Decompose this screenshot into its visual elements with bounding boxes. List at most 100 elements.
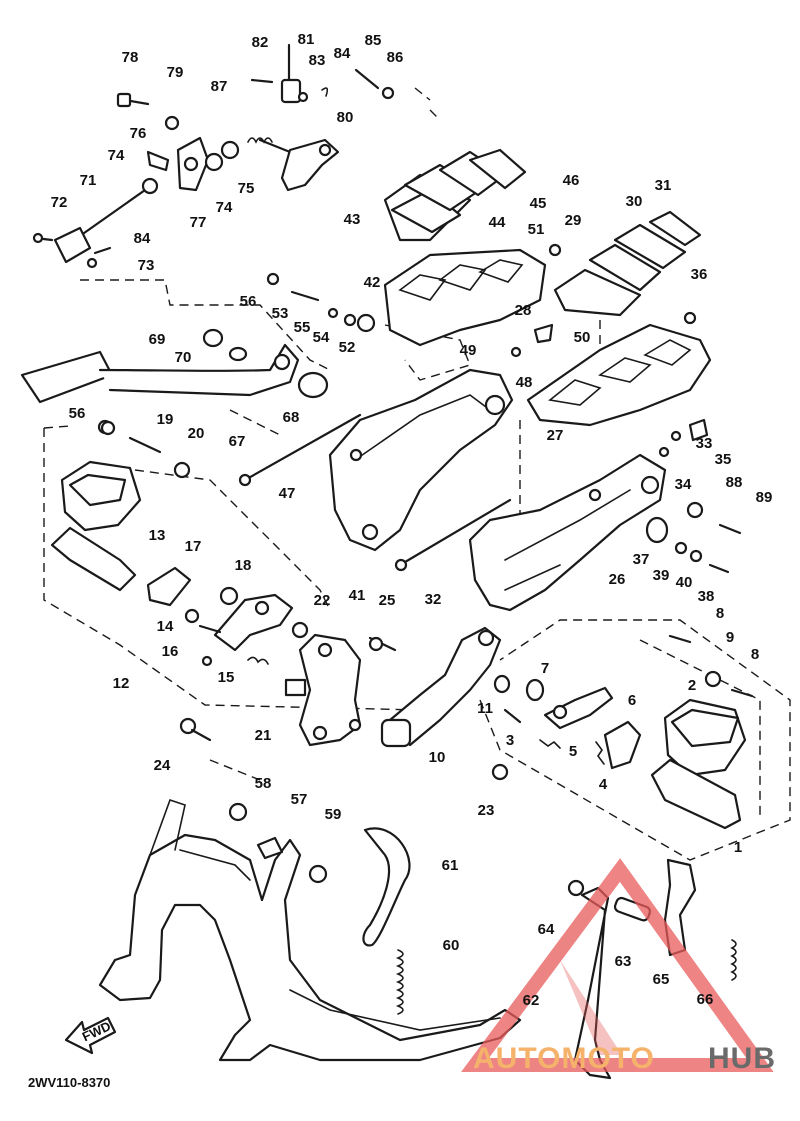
callout-84: 84 [134,230,151,247]
callout-35: 35 [715,451,732,468]
callout-40: 40 [676,574,693,591]
callout-13: 13 [149,527,166,544]
callout-36: 36 [691,266,708,283]
callout-78: 78 [122,49,139,66]
callout-50: 50 [574,329,591,346]
callout-33: 33 [696,435,713,452]
callout-56: 56 [69,405,86,422]
callout-8: 8 [716,605,724,622]
diagram-code: 2WV110-8370 [28,1075,110,1090]
callout-41: 41 [349,587,366,604]
callout-34: 34 [675,476,692,493]
callout-11: 11 [477,700,493,717]
part-callouts: 1234567889101112131415161718192021222324… [51,31,773,1009]
callout-1: 1 [734,839,742,856]
callout-74: 74 [108,147,125,164]
callout-23: 23 [478,802,495,819]
callout-27: 27 [547,427,564,444]
callout-26: 26 [609,571,626,588]
callout-54: 54 [313,329,330,346]
callout-58: 58 [255,775,272,792]
callout-38: 38 [698,588,715,605]
callout-65: 65 [653,971,670,988]
callout-52: 52 [339,339,356,356]
shift-linkage [32,43,395,269]
callout-5: 5 [569,743,577,760]
footrest-right [380,626,754,830]
callout-45: 45 [530,195,547,212]
callout-89: 89 [756,489,773,506]
watermark-triangle [461,858,774,1072]
callout-88: 88 [726,474,743,491]
callout-79: 79 [167,64,184,81]
footboard-covers [383,148,702,317]
callout-46: 46 [563,172,580,189]
watermark-brand-left: AUTOMOTO [473,1042,655,1075]
callout-18: 18 [235,557,252,574]
callout-62: 62 [523,992,540,1009]
callout-12: 12 [113,675,130,692]
callout-16: 16 [162,643,179,660]
callout-60: 60 [443,937,460,954]
callout-43: 43 [344,211,361,228]
callout-14: 14 [157,618,174,635]
callout-87: 87 [211,78,228,95]
bracket-right [394,418,742,612]
callout-76: 76 [130,125,147,142]
stand-springs [362,827,737,1080]
callout-3: 3 [506,732,514,749]
callout-49: 49 [460,342,477,359]
callout-44: 44 [489,214,506,231]
watermark-brand-right: HUB [708,1042,776,1075]
callout-2: 2 [688,677,696,694]
callout-30: 30 [626,193,643,210]
callout-56: 56 [240,293,257,310]
footrest-left [50,420,294,667]
callout-39: 39 [653,567,670,584]
callout-66: 66 [697,991,714,1008]
callout-48: 48 [516,374,533,391]
callout-53: 53 [272,305,289,322]
callout-10: 10 [429,749,446,766]
callout-25: 25 [379,592,396,609]
callout-57: 57 [291,791,308,808]
callout-70: 70 [175,349,192,366]
watermark [461,858,774,1072]
callout-29: 29 [565,212,582,229]
callout-81: 81 [298,31,315,48]
callout-22: 22 [314,592,331,609]
footboard-left [383,243,562,347]
callout-17: 17 [185,538,202,555]
callout-63: 63 [615,953,632,970]
callout-75: 75 [238,180,255,197]
callout-69: 69 [149,331,166,348]
callout-61: 61 [442,857,459,874]
callout-77: 77 [190,214,207,231]
fwd-arrow: FWD [64,1016,117,1055]
callout-47: 47 [279,485,296,502]
callout-82: 82 [252,34,269,51]
callout-67: 67 [229,433,246,450]
bracket-center [179,621,397,747]
callout-51: 51 [528,221,545,238]
callout-20: 20 [188,425,205,442]
callout-37: 37 [633,551,650,568]
callout-59: 59 [325,806,342,823]
callout-83: 83 [309,52,326,69]
callout-74: 74 [216,199,233,216]
callout-6: 6 [628,692,636,709]
callout-55: 55 [294,319,311,336]
callout-86: 86 [387,49,404,66]
callout-68: 68 [283,409,300,426]
callout-72: 72 [51,194,68,211]
callout-4: 4 [599,776,608,793]
callout-85: 85 [365,32,382,49]
callout-28: 28 [515,302,532,319]
callout-31: 31 [655,177,672,194]
callout-19: 19 [157,411,174,428]
callout-8: 8 [751,646,759,663]
callout-73: 73 [138,257,155,274]
callout-32: 32 [425,591,442,608]
center-stand [98,798,522,1062]
